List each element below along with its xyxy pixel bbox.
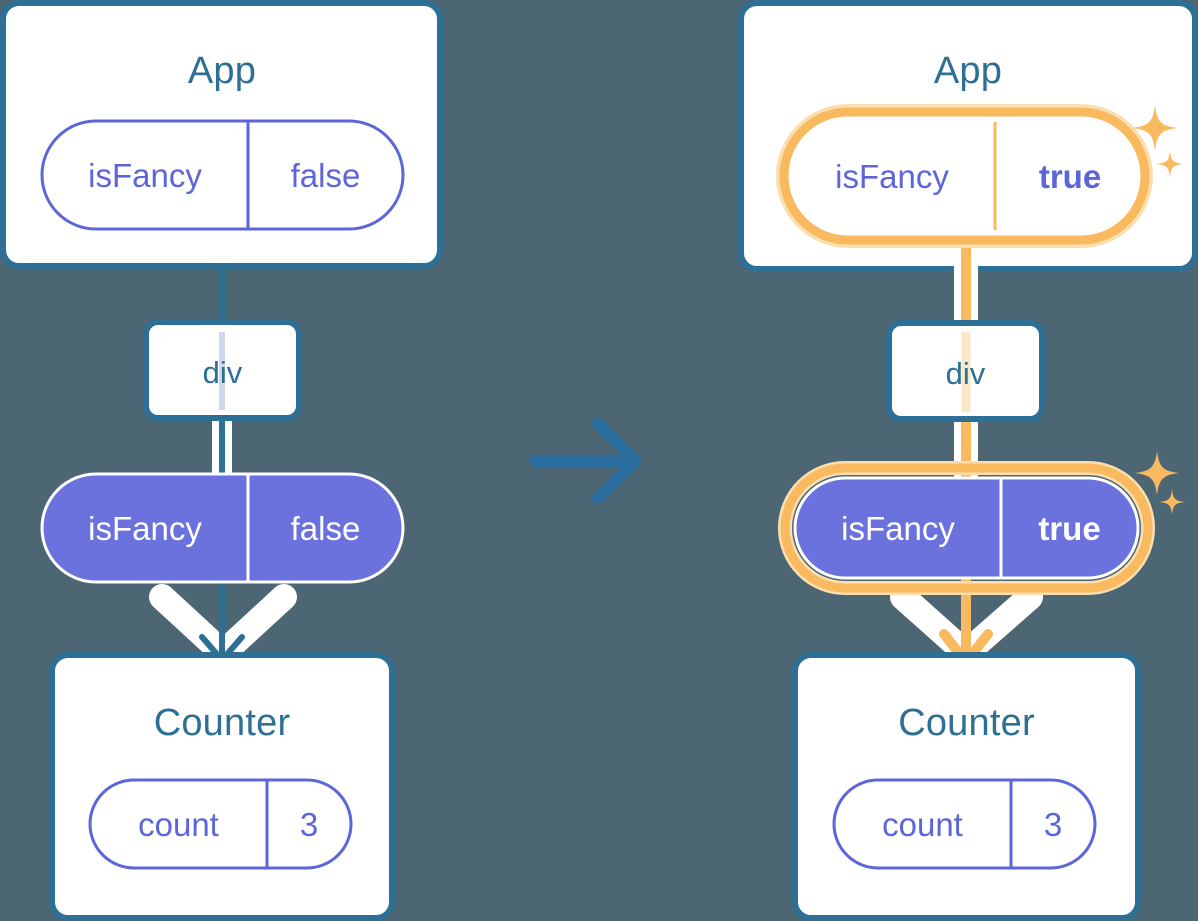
- counter-state-pill: [832, 778, 1097, 870]
- sparkle-large-icon: [1135, 451, 1179, 495]
- sparkle-small-icon: [1156, 150, 1184, 178]
- app-state-pill: [40, 119, 405, 231]
- sparkle-small-icon: [1159, 489, 1185, 515]
- div-prop-pill-highlight: [778, 461, 1155, 595]
- counter-state-pill: [88, 778, 353, 870]
- app-state-pill-highlight: [776, 104, 1153, 248]
- transition-arrow-right-icon: [529, 418, 642, 504]
- sparkle-large-icon: [1132, 105, 1178, 151]
- div-prop-pill: [40, 472, 405, 584]
- after-panel: [738, 0, 1198, 921]
- before-panel: [0, 0, 443, 921]
